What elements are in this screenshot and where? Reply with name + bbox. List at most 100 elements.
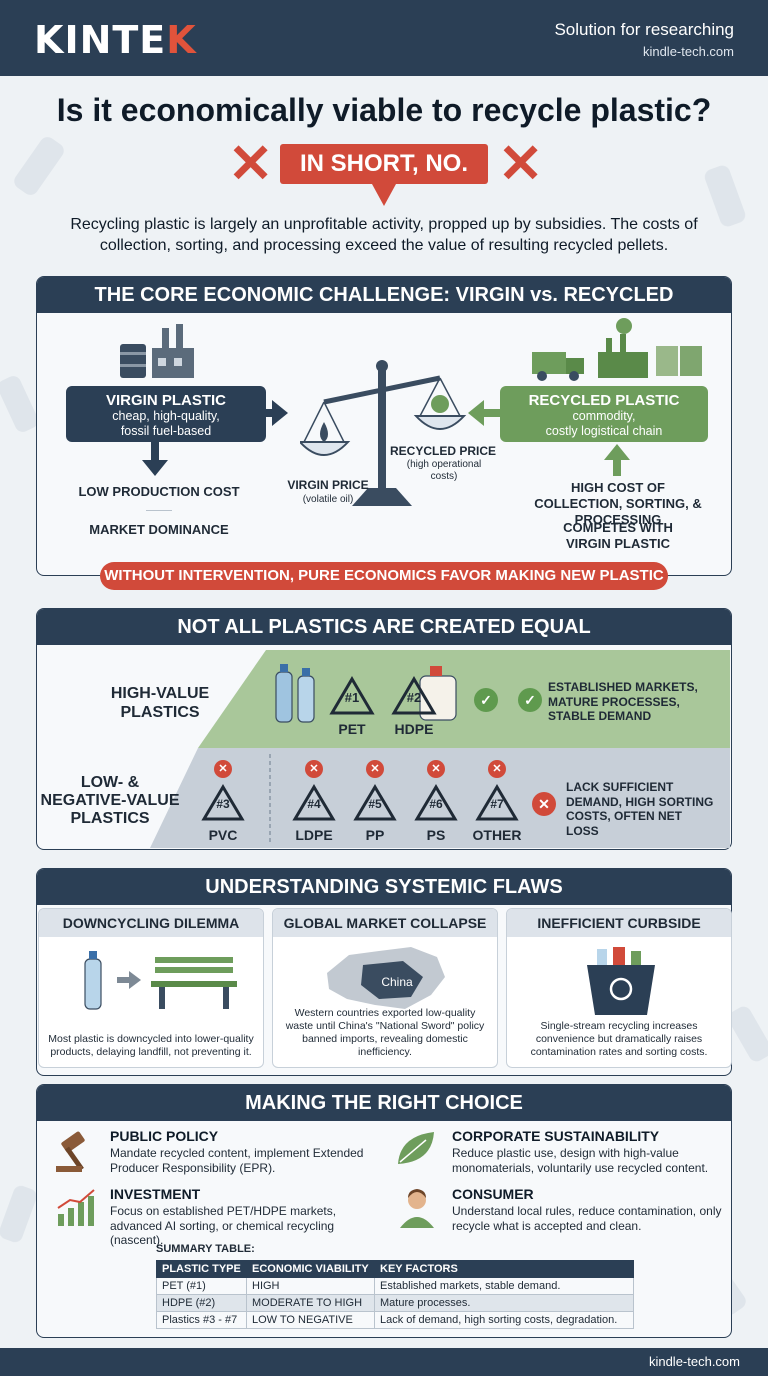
balance-scale-icon	[300, 360, 467, 506]
table-cell: HDPE (#2)	[156, 1294, 247, 1312]
bottle-icon	[275, 664, 315, 723]
ric-number: #4	[307, 797, 321, 811]
ric-name: LDPE	[295, 827, 333, 843]
gavel-icon	[56, 1131, 85, 1172]
market-dominance-label: MARKET DOMINANCE	[89, 522, 229, 537]
recycled-price-note: (high operational costs)	[406, 459, 482, 482]
virgin-price-note: (volatile oil)	[302, 494, 354, 505]
ric-name: PS	[426, 827, 446, 843]
conclusion-strip: WITHOUT INTERVENTION, PURE ECONOMICS FAV…	[100, 562, 668, 590]
arrow-left-icon	[468, 400, 502, 426]
table-cell: LOW TO NEGATIVE	[246, 1311, 375, 1329]
table-cell: HIGH	[246, 1277, 375, 1295]
recycle-triangle-icon	[475, 784, 519, 821]
footer-bar: kindle-tech.com	[0, 1348, 768, 1376]
ric-number: #5	[368, 797, 382, 811]
low-cost-label: LOW PRODUCTION COST	[78, 484, 240, 499]
recycled-sub: costly logistical chain	[545, 424, 663, 438]
ric-name: PET	[338, 721, 366, 737]
ric-name: OTHER	[472, 827, 522, 843]
value-pyramid	[150, 650, 730, 848]
table-row: HDPE (#2) MODERATE TO HIGH Mature proces…	[156, 1294, 634, 1312]
footer-url[interactable]: kindle-tech.com	[648, 1354, 740, 1369]
table-cell: Mature processes.	[374, 1294, 634, 1312]
ric-code-hdpe: #2 HDPE	[384, 676, 444, 737]
ric-code-pet: #1 PET	[322, 676, 382, 737]
table-row: Plastics #3 - #7 LOW TO NEGATIVE Lack of…	[156, 1311, 634, 1329]
x-mark-icon: ✕	[498, 134, 544, 194]
arrow-up-icon	[604, 444, 630, 476]
milk-jug-icon	[419, 666, 457, 721]
ric-code-other: #7 OTHER	[466, 784, 528, 843]
ric-number: #7	[490, 797, 504, 811]
choice-title: PUBLIC POLICY	[110, 1128, 219, 1144]
leaf-icon	[398, 1132, 434, 1164]
arrow-right-icon	[254, 400, 288, 426]
summary-label: SUMMARY TABLE:	[156, 1243, 255, 1255]
recycled-price-label: RECYCLED PRICE	[389, 444, 496, 458]
panel-heading: THE CORE ECONOMIC CHALLENGE: VIRGIN vs. …	[37, 277, 731, 313]
divider	[146, 510, 172, 511]
card-title: INEFFICIENT CURBSIDE	[507, 909, 731, 937]
tagline: Solution for researching kindle-tech.com	[554, 20, 734, 59]
table-row: PET (#1) HIGH Established markets, stabl…	[156, 1277, 634, 1295]
competes-label: COMPETES WITH VIRGIN PLASTIC	[563, 520, 673, 551]
recycle-triangle-icon	[329, 676, 375, 715]
x-icon: ✕	[532, 792, 556, 816]
recycle-triangle-icon	[201, 784, 245, 821]
arrow-down-icon	[142, 442, 168, 476]
choice-text: Mandate recycled content, implement Exte…	[110, 1146, 364, 1175]
check-icon: ✓	[474, 688, 498, 712]
panel-heading: MAKING THE RIGHT CHOICE	[37, 1085, 731, 1121]
virgin-price-label: VIRGIN PRICE	[287, 478, 369, 492]
choice-title: INVESTMENT	[110, 1186, 201, 1202]
low-value-label: LOW- & NEGATIVE-VALUE PLASTICS	[40, 774, 180, 827]
logo-text: KINTE	[34, 18, 167, 62]
downcycling-card: DOWNCYCLING DILEMMA Most plastic is down…	[38, 908, 264, 1068]
ric-number: #6	[429, 797, 443, 811]
virgin-sub: cheap, high-quality,	[112, 409, 220, 423]
virgin-title: VIRGIN PLASTIC	[105, 392, 226, 409]
brand-logo[interactable]: KINTEK	[34, 18, 197, 62]
x-mark-icon: ✕	[228, 134, 274, 194]
table-cell: Established markets, stable demand.	[374, 1277, 634, 1295]
card-text: Most plastic is downcycled into lower-qu…	[48, 1033, 254, 1058]
map-label: China	[381, 975, 413, 989]
market-collapse-card: GLOBAL MARKET COLLAPSE China Western cou…	[272, 908, 498, 1068]
table-cell: Plastics #3 - #7	[156, 1311, 247, 1329]
card-title: DOWNCYCLING DILEMMA	[39, 909, 263, 937]
ric-code-ldpe: #4 LDPE	[285, 784, 343, 843]
recycled-title: RECYCLED PLASTIC	[528, 392, 680, 409]
ric-number: #2	[406, 690, 422, 705]
recycled-plastic-box: RECYCLED PLASTIC commodity, costly logis…	[500, 386, 708, 442]
x-icon: ✕	[488, 760, 506, 778]
column-header: ECONOMIC VIABILITY	[246, 1260, 375, 1278]
bottle-to-bench-icon	[84, 951, 237, 1010]
ric-name: HDPE	[394, 721, 434, 737]
ric-code-pp: #5 PP	[346, 784, 404, 843]
x-icon: ✕	[305, 760, 323, 778]
recycling-facility-icon	[532, 318, 702, 381]
choice-text: Understand local rules, reduce contamina…	[452, 1204, 722, 1233]
choice-text: Focus on established PET/HDPE markets, a…	[110, 1204, 337, 1247]
ric-name: PVC	[208, 827, 238, 843]
check-icon: ✓	[518, 688, 542, 712]
virgin-sub: fossil fuel-based	[120, 424, 212, 438]
high-value-label: HIGH-VALUE PLASTICS	[110, 685, 210, 721]
curbside-card: INEFFICIENT CURBSIDE Single-stream recyc…	[506, 908, 732, 1068]
header-bar: KINTEK Solution for researching kindle-t…	[0, 0, 768, 76]
recycle-triangle-icon	[292, 784, 336, 821]
summary-table: PLASTIC TYPE ECONOMIC VIABILITY KEY FACT…	[156, 1260, 634, 1329]
recycled-sub: commodity,	[572, 409, 636, 423]
column-header: KEY FACTORS	[374, 1260, 634, 1278]
ric-name: PP	[365, 827, 385, 843]
table-cell: PET (#1)	[156, 1277, 247, 1295]
column-header: PLASTIC TYPE	[156, 1260, 247, 1278]
choice-text: Reduce plastic use, design with high-val…	[452, 1146, 709, 1175]
header-url[interactable]: kindle-tech.com	[642, 44, 734, 59]
ric-number: #1	[344, 690, 360, 705]
table-header-row: PLASTIC TYPE ECONOMIC VIABILITY KEY FACT…	[156, 1260, 634, 1278]
short-answer-banner: IN SHORT, NO.	[280, 144, 488, 184]
choice-title: CONSUMER	[452, 1186, 534, 1202]
recycle-triangle-icon	[391, 676, 437, 715]
